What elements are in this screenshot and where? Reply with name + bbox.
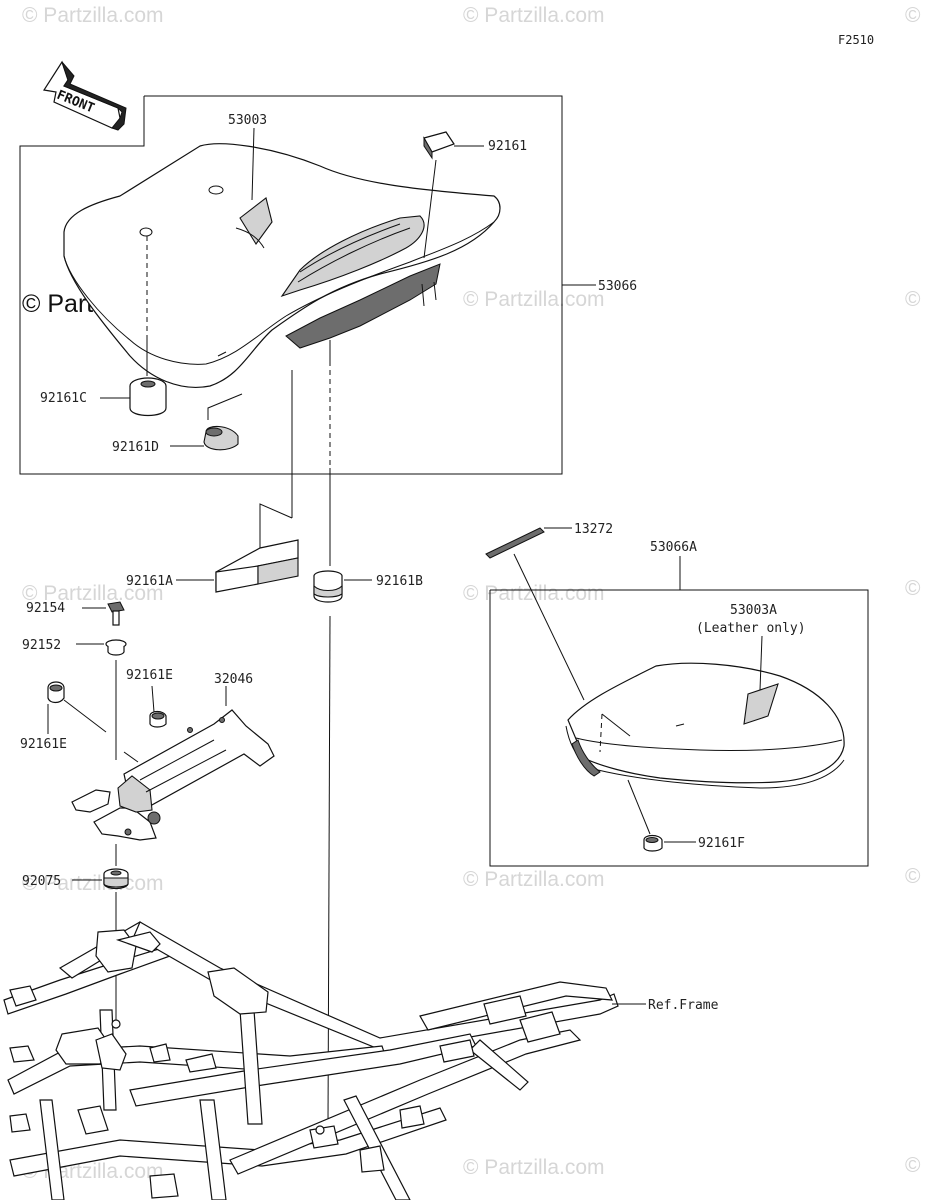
label-13272: 13272 [574,522,613,537]
reference-frame [3,921,646,1200]
label-92161B: 92161B [376,574,423,589]
label-92161: 92161 [488,139,527,154]
label-ref-frame: Ref.Frame [648,998,719,1013]
watermark-row4-right: © [905,865,921,888]
label-53003: 53003 [228,113,267,128]
part-92161-block [423,131,484,259]
label-92161A: 92161A [126,574,173,589]
front-seat [63,143,501,388]
watermark-row3-center: © Partzilla.com [463,582,605,605]
watermark-top-right: © [905,4,921,27]
seat-group-box [19,95,563,475]
watermark-mid-center: © Partzilla.com [463,288,605,311]
part-13272-strip [485,527,585,701]
part-92161E-top-grommet [149,685,167,728]
watermark-row3-left: © Partzilla.com [22,582,164,605]
part-92161D-cushion [170,393,243,451]
part-92161A-block [176,370,299,593]
label-92161F: 92161F [698,836,745,851]
label-53066A: 53066A [650,540,697,555]
rear-seat [565,662,845,789]
watermark-mid-right: © [905,288,921,311]
watermark-top-center: © Partzilla.com [463,4,605,27]
watermark-row4-center: © Partzilla.com [463,868,605,891]
watermark-bottom-center: © Partzilla.com [463,1156,605,1179]
sheet-code: F2510 [838,33,874,47]
label-92161D: 92161D [112,440,159,455]
label-32046: 32046 [214,672,253,687]
rear-seat-group-box [489,589,869,867]
watermark-bottom-right: © [905,1154,921,1177]
part-92161C-cushion [100,236,167,417]
watermark-top-left: © Partzilla.com [22,4,164,27]
part-92161E-left-grommet [47,681,107,734]
label-53003A-note: (Leather only) [696,621,806,636]
label-92154: 92154 [26,601,65,616]
label-53003A: 53003A [730,603,777,618]
part-labels: 53003 92161 53066 92161C 92161D 92161A 9… [20,113,806,1013]
part-92152-washer [76,639,127,760]
label-92161C: 92161C [40,391,87,406]
label-92152: 92152 [22,638,61,653]
part-92075-grommet [72,844,129,1026]
part-92161F-grommet [627,779,696,852]
label-92161E-left: 92161E [20,737,67,752]
part-32046-bracket [71,686,275,841]
part-92161B-grommet [313,370,372,1125]
part-92154-bolt [82,601,125,626]
front-arrow-icon: FRONT [43,60,127,131]
watermark-row3-right: © [905,577,921,600]
label-92075: 92075 [22,874,61,889]
label-53066: 53066 [598,279,637,294]
label-92161E-top: 92161E [126,668,173,683]
